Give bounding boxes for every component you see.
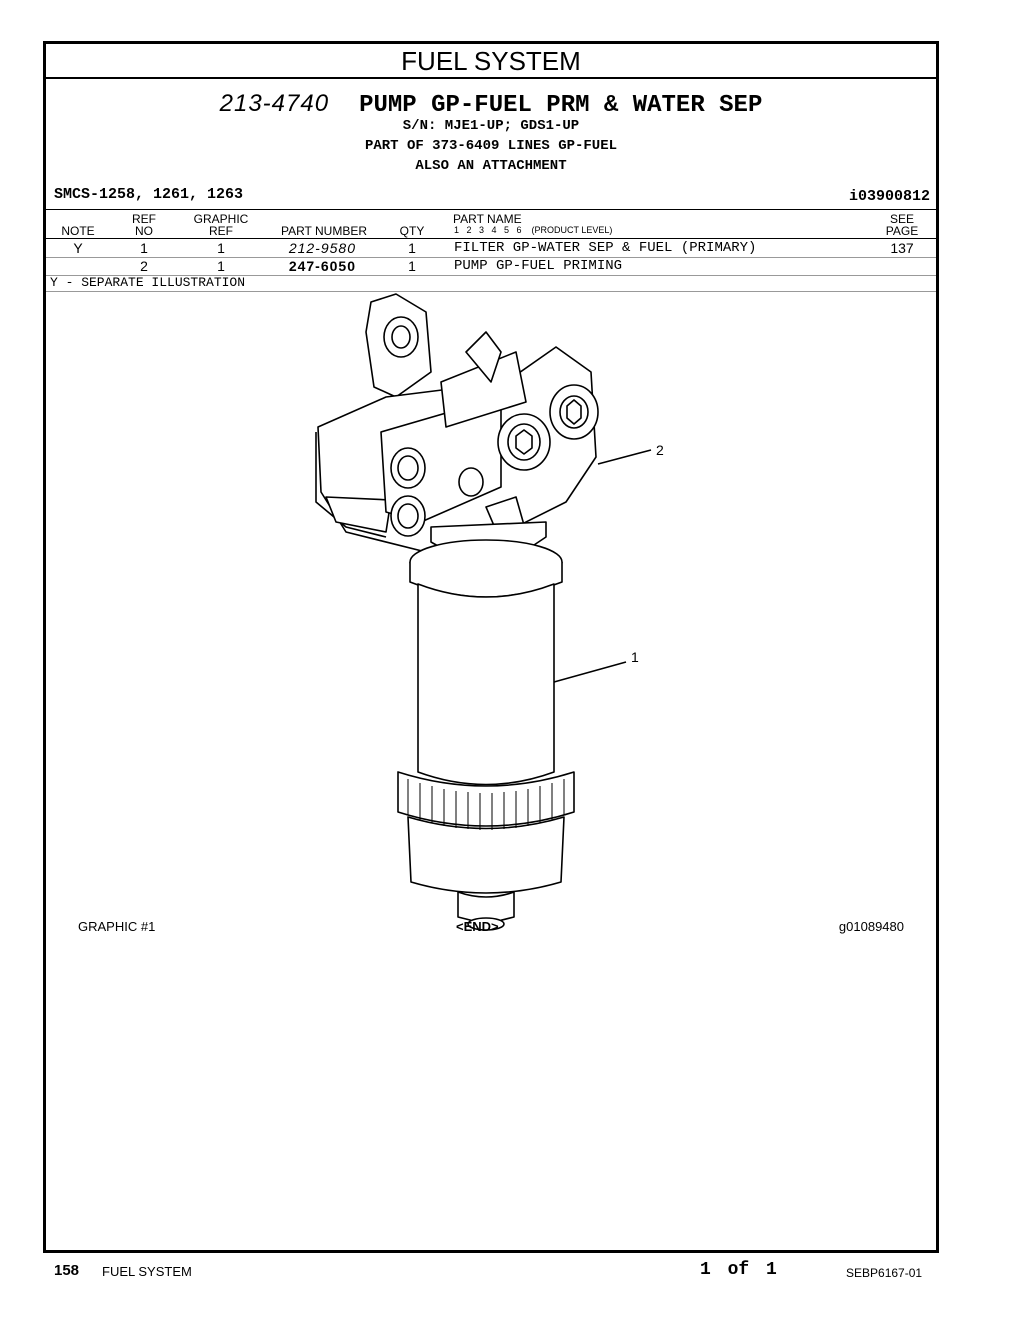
row1-ref-no: 1 [140,240,148,256]
part-of-line: PART OF 373-6409 LINES GP-FUEL [364,138,618,154]
row2-graphic-ref: 1 [217,258,225,274]
serial-line: S/N: MJE1-UP; GDS1-UP [402,118,580,134]
col-ref-bottom: NO [135,224,153,238]
graphic-id: g01089480 [838,919,904,934]
end-label: <END> [456,919,499,934]
col-see-bottom: PAGE [885,224,919,238]
col-graphic-top: GRAPHIC [193,212,249,226]
col-note: NOTE [61,224,95,238]
table-top-rule [46,209,936,210]
header-rule [46,238,936,239]
ident-number: i03900812 [848,188,930,205]
graphic-label: GRAPHIC #1 [78,919,156,934]
row1-see-page[interactable]: 137 [890,240,914,256]
row1-part-name: FILTER GP-WATER SEP & FUEL (PRIMARY) [454,240,757,256]
page-frame: FUEL SYSTEM 213-4740 PUMP GP-FUEL PRM & W… [43,41,939,1253]
callout-2: 2 [656,442,664,458]
col-part-name: PART NAME [453,212,522,226]
section-title: FUEL SYSTEM [46,44,936,79]
row1-part-number[interactable]: 212-9580 [288,240,356,256]
group-title: 213-4740 PUMP GP-FUEL PRM & WATER SEP [46,90,936,119]
smcs-codes: SMCS-1258, 1261, 1263 [54,186,244,203]
col-part-number: PART NUMBER [280,224,367,238]
footer-section: FUEL SYSTEM [102,1264,192,1279]
col-product-level: 1 2 3 4 5 6 (PRODUCT LEVEL) [454,225,613,235]
row2-part-number[interactable]: 247-6050 [288,258,356,274]
row1-note: Y [73,240,83,256]
row1-qty: 1 [408,240,416,256]
footer-page-number: 158 [54,1262,80,1279]
row-rule [46,275,936,276]
row-rule [46,257,936,258]
group-part-number: 213-4740 [219,90,330,117]
col-graphic-bottom: REF [209,224,233,238]
row2-qty: 1 [408,258,416,274]
attachment-line: ALSO AN ATTACHMENT [415,158,567,174]
table-footnote: Y - SEPARATE ILLUSTRATION [50,275,246,290]
row2-ref-no: 2 [140,258,148,274]
col-ref-top: REF [132,212,156,226]
fuel-pump-illustration: 2 1 [315,293,664,931]
callout-1: 1 [631,649,639,665]
row-rule [46,291,936,292]
footer-page-count: 1 of 1 [700,1260,777,1280]
col-see-top: SEE [889,212,914,226]
col-qty: QTY [399,224,425,238]
row2-part-name: PUMP GP-FUEL PRIMING [454,258,623,274]
row1-graphic-ref: 1 [217,240,225,256]
footer-doc-id: SEBP6167-01 [846,1266,923,1280]
group-name: PUMP GP-FUEL PRM & WATER SEP [359,92,763,119]
